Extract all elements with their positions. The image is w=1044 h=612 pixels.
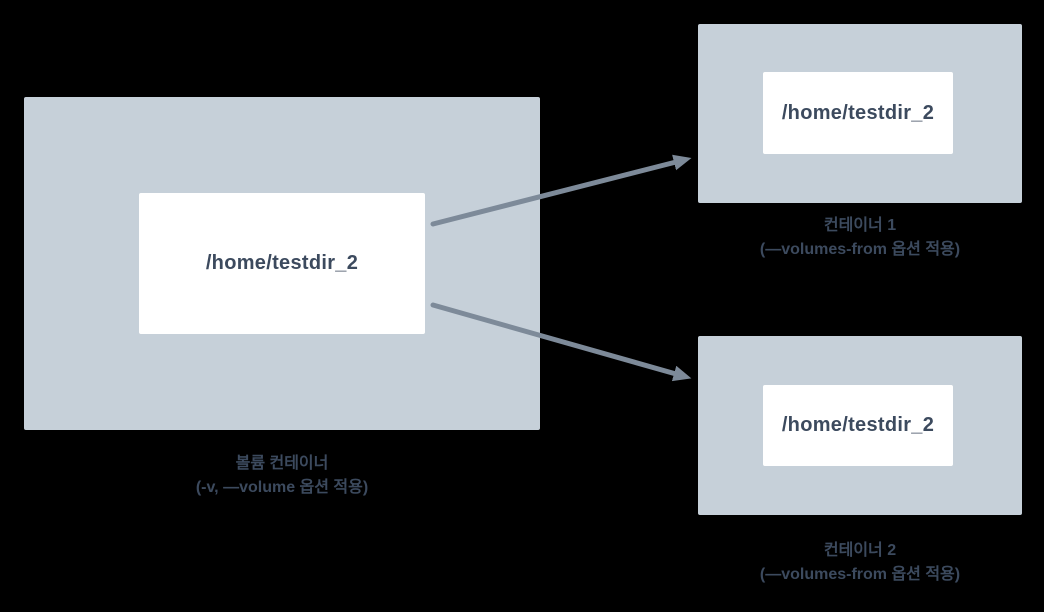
container1-path-label: /home/testdir_2 (781, 101, 935, 124)
container2-caption-title: 컨테이너 2 (823, 542, 897, 559)
container2-caption-option: (—volumes-from 옵션 적용) (759, 566, 961, 583)
volume-caption-title: 볼륨 컨테이너 (235, 455, 329, 472)
container1-box: /home/testdir_2 (698, 24, 1022, 203)
volume-path-label: /home/testdir_2 (205, 252, 359, 274)
container2-path-label: /home/testdir_2 (781, 414, 935, 436)
container2-box: /home/testdir_2 (698, 336, 1022, 515)
volume-container-caption: 볼륨 컨테이너 (-v, —volume 옵션 적용) (24, 452, 540, 500)
container2-path-box: /home/testdir_2 (763, 385, 953, 466)
container2-caption: 컨테이너 2 (—volumes-from 옵션 적용) (698, 539, 1022, 587)
container1-caption-title: 컨테이너 1 (823, 217, 897, 234)
container1-caption: 컨테이너 1 (—volumes-from 옵션 적용) (698, 214, 1022, 262)
volume-caption-option: (-v, —volume 옵션 적용) (195, 479, 369, 496)
volume-path-box: /home/testdir_2 (139, 193, 425, 334)
container1-path-box: /home/testdir_2 (763, 72, 953, 154)
container1-caption-option: (—volumes-from 옵션 적용) (759, 241, 961, 258)
volume-container-box: /home/testdir_2 (24, 97, 540, 430)
